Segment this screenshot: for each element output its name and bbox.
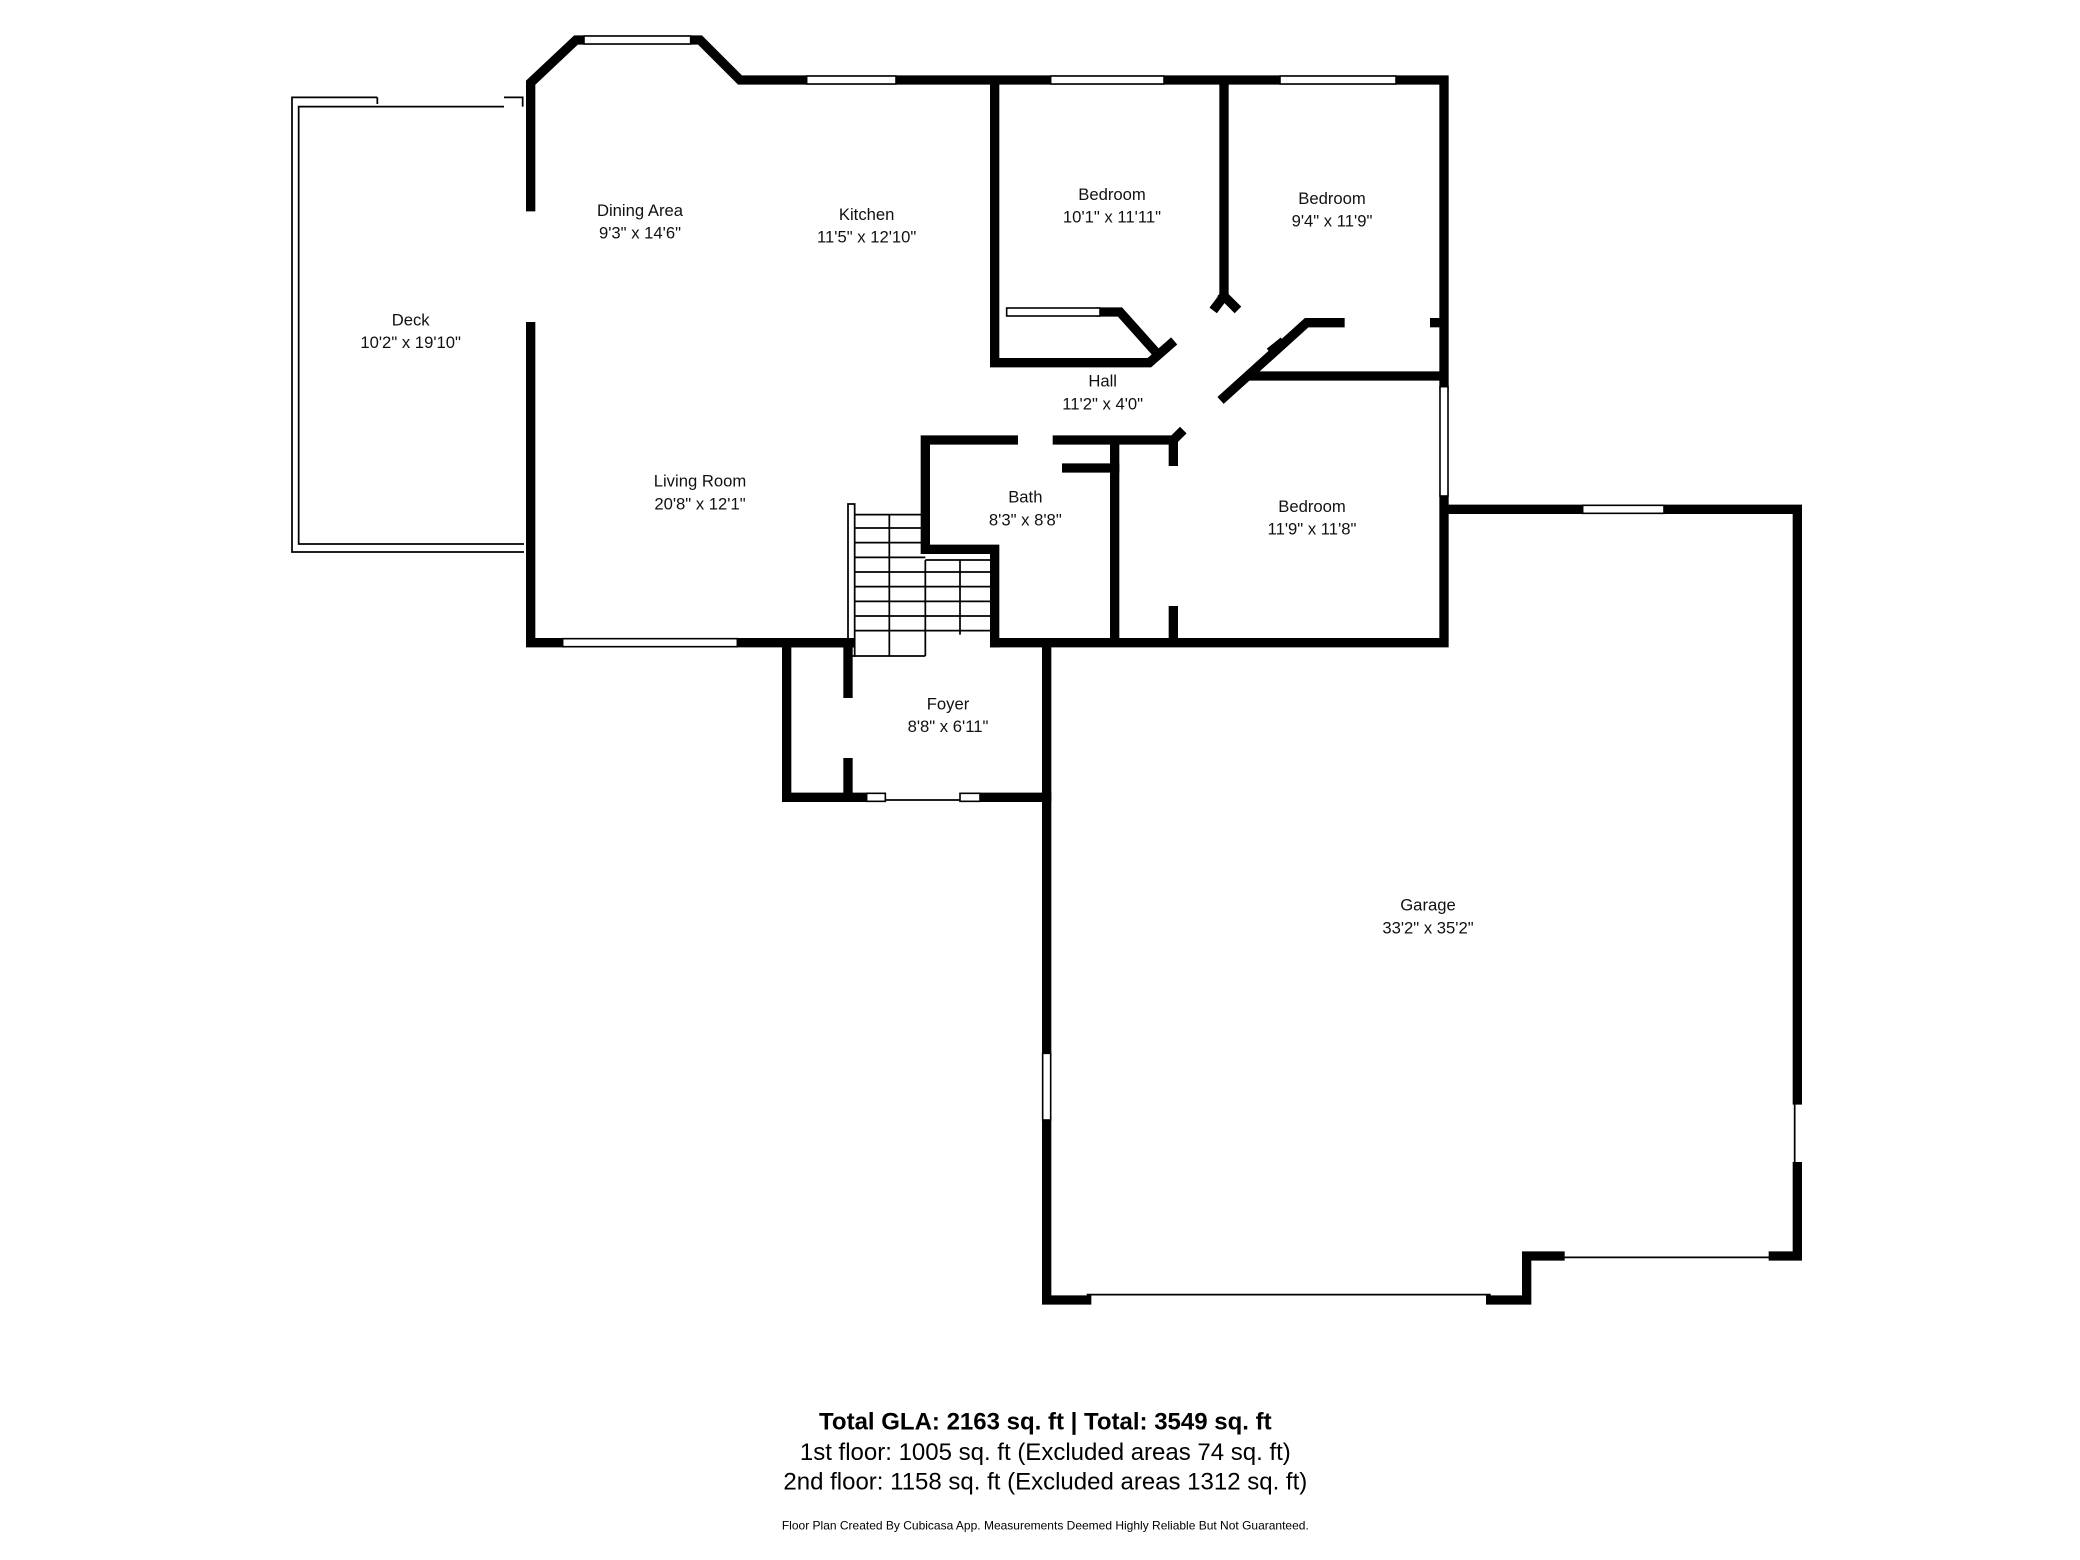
room-name-bedroom-3: Bedroom xyxy=(1278,497,1346,516)
walls xyxy=(526,35,1802,1305)
windows xyxy=(535,35,1796,1296)
disclaimer: Floor Plan Created By Cubicasa App. Meas… xyxy=(782,1518,1309,1532)
room-name-bath: Bath xyxy=(1008,488,1042,507)
room-name-bedroom-1: Bedroom xyxy=(1078,185,1146,204)
area-summary: Total GLA: 2163 sq. ft | Total: 3549 sq.… xyxy=(782,1408,1309,1532)
room-size-hall: 11'2" x 4'0" xyxy=(1062,394,1143,413)
room-size-garage: 33'2" x 35'2" xyxy=(1382,918,1473,937)
room-labels: Deck 10'2" x 19'10" Dining Area 9'3" x 1… xyxy=(360,185,1473,937)
room-size-deck: 10'2" x 19'10" xyxy=(360,333,461,352)
room-size-bedroom-1: 10'1" x 11'11" xyxy=(1063,208,1161,227)
room-name-kitchen: Kitchen xyxy=(839,205,895,224)
room-name-garage: Garage xyxy=(1400,896,1456,915)
room-name-bedroom-2: Bedroom xyxy=(1298,189,1366,208)
deck-outline xyxy=(291,96,524,553)
first-floor-area: 1st floor: 1005 sq. ft (Excluded areas 7… xyxy=(800,1439,1291,1466)
room-name-living: Living Room xyxy=(654,472,747,491)
room-size-kitchen: 11'5" x 12'10" xyxy=(817,228,916,247)
room-name-dining: Dining Area xyxy=(597,201,684,220)
stairs xyxy=(847,503,995,657)
room-size-foyer: 8'8" x 6'11" xyxy=(908,717,989,736)
room-name-foyer: Foyer xyxy=(927,694,970,713)
room-size-bedroom-3: 11'9" x 11'8" xyxy=(1268,520,1357,539)
room-size-bedroom-2: 9'4" x 11'9" xyxy=(1292,212,1373,231)
room-size-dining: 9'3" x 14'6" xyxy=(599,224,681,243)
room-name-deck: Deck xyxy=(392,310,431,329)
room-size-bath: 8'3" x 8'8" xyxy=(989,510,1062,529)
room-name-hall: Hall xyxy=(1088,372,1117,391)
total-area: Total GLA: 2163 sq. ft | Total: 3549 sq.… xyxy=(819,1408,1272,1435)
second-floor-area: 2nd floor: 1158 sq. ft (Excluded areas 1… xyxy=(783,1468,1307,1495)
room-size-living: 20'8" x 12'1" xyxy=(654,494,745,513)
